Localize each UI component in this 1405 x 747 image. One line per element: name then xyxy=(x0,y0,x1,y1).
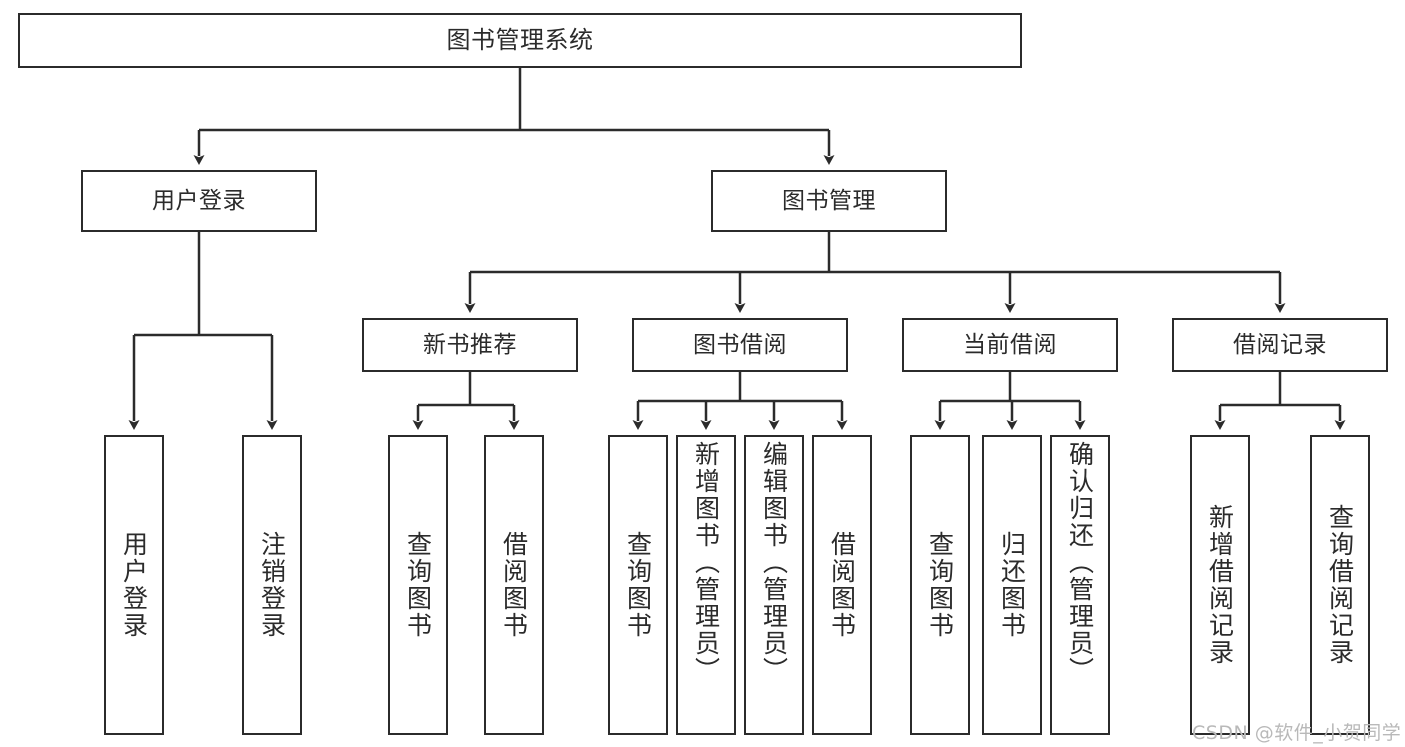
leaf-user-login[interactable]: 用户登录 xyxy=(104,435,164,735)
node-borrow-records[interactable]: 借阅记录 xyxy=(1172,318,1388,372)
leaf-borrow-book-newbook-label: 借阅图书 xyxy=(499,531,529,639)
leaf-borrow-book[interactable]: 借阅图书 xyxy=(812,435,872,735)
node-current-borrow-label: 当前借阅 xyxy=(963,331,1057,358)
leaf-query-book-current-label: 查询图书 xyxy=(925,531,955,639)
node-user-login-label: 用户登录 xyxy=(152,187,246,214)
node-book-borrow[interactable]: 图书借阅 xyxy=(632,318,848,372)
csdn-watermark: CSDN @软件_小贺同学 xyxy=(1192,722,1402,744)
leaf-add-book-admin-label: 新增图书（管理员） xyxy=(691,441,721,684)
leaf-user-login-label: 用户登录 xyxy=(119,531,149,639)
leaf-logout[interactable]: 注销登录 xyxy=(242,435,302,735)
leaf-borrow-book-newbook[interactable]: 借阅图书 xyxy=(484,435,544,735)
leaf-query-book-borrow[interactable]: 查询图书 xyxy=(608,435,668,735)
node-user-login[interactable]: 用户登录 xyxy=(81,170,317,232)
node-book-management[interactable]: 图书管理 xyxy=(711,170,947,232)
node-borrow-records-label: 借阅记录 xyxy=(1233,331,1327,358)
leaf-return-book[interactable]: 归还图书 xyxy=(982,435,1042,735)
node-new-book-recommend[interactable]: 新书推荐 xyxy=(362,318,578,372)
leaf-borrow-book-label: 借阅图书 xyxy=(827,531,857,639)
leaf-query-book-newbook[interactable]: 查询图书 xyxy=(388,435,448,735)
node-current-borrow[interactable]: 当前借阅 xyxy=(902,318,1118,372)
leaf-query-book-newbook-label: 查询图书 xyxy=(403,531,433,639)
leaf-confirm-return-admin[interactable]: 确认归还（管理员） xyxy=(1050,435,1110,735)
leaf-logout-label: 注销登录 xyxy=(257,531,287,639)
leaf-query-borrow-record-label: 查询借阅记录 xyxy=(1325,504,1355,666)
node-root-label: 图书管理系统 xyxy=(446,25,594,54)
node-book-management-label: 图书管理 xyxy=(782,187,876,214)
node-root[interactable]: 图书管理系统 xyxy=(18,13,1022,68)
leaf-add-book-admin[interactable]: 新增图书（管理员） xyxy=(676,435,736,735)
leaf-edit-book-admin[interactable]: 编辑图书（管理员） xyxy=(744,435,804,735)
leaf-edit-book-admin-label: 编辑图书（管理员） xyxy=(759,441,789,684)
leaf-return-book-label: 归还图书 xyxy=(997,531,1027,639)
leaf-query-book-borrow-label: 查询图书 xyxy=(623,531,653,639)
node-book-borrow-label: 图书借阅 xyxy=(693,331,787,358)
leaf-add-borrow-record-label: 新增借阅记录 xyxy=(1205,504,1235,666)
leaf-add-borrow-record[interactable]: 新增借阅记录 xyxy=(1190,435,1250,735)
leaf-query-borrow-record[interactable]: 查询借阅记录 xyxy=(1310,435,1370,735)
leaf-query-book-current[interactable]: 查询图书 xyxy=(910,435,970,735)
node-new-book-recommend-label: 新书推荐 xyxy=(423,331,517,358)
leaf-confirm-return-admin-label: 确认归还（管理员） xyxy=(1065,441,1095,684)
